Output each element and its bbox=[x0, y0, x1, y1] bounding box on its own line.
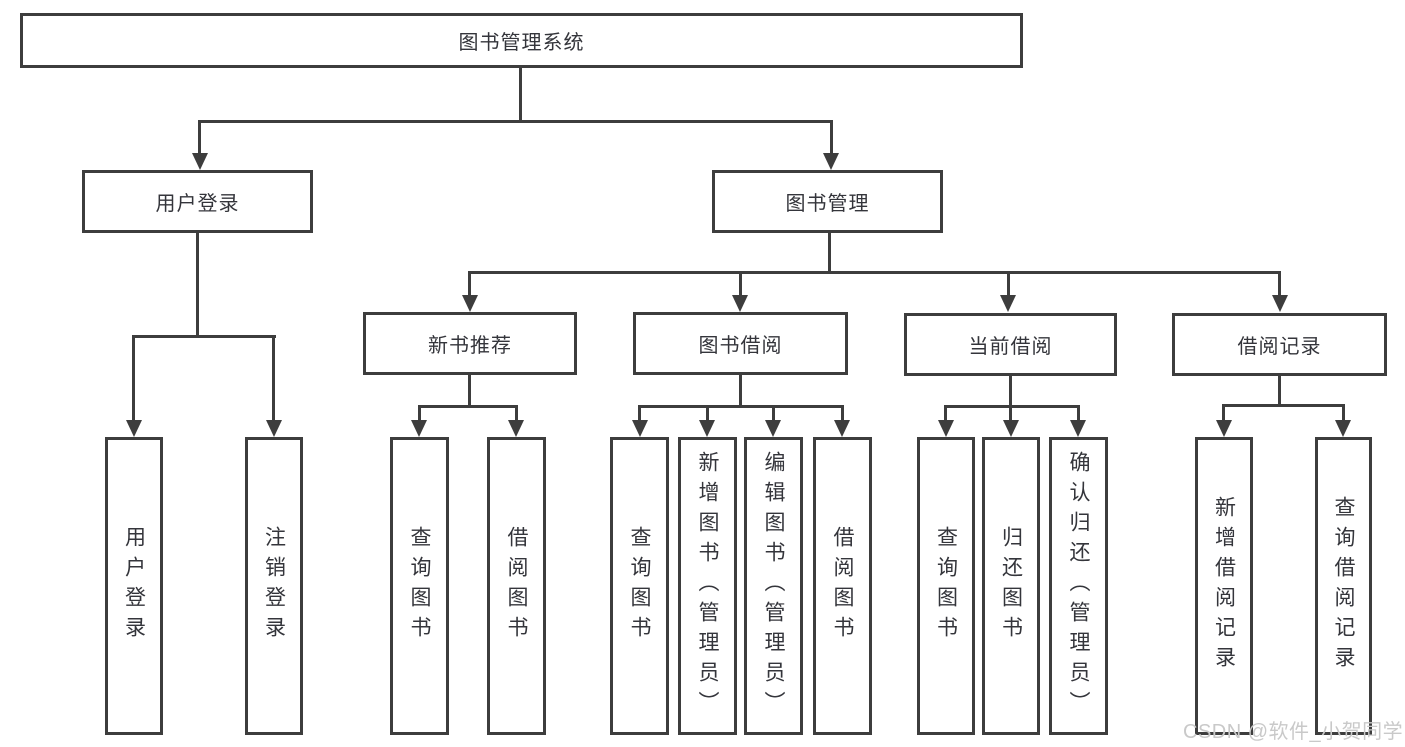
node-user-login: 用户登录 bbox=[82, 170, 313, 233]
connector-line bbox=[418, 405, 421, 422]
connector-line bbox=[772, 405, 775, 422]
connector-line bbox=[638, 405, 844, 408]
connector-line bbox=[830, 120, 833, 156]
connector-line bbox=[198, 120, 201, 156]
connector-line bbox=[1278, 376, 1281, 407]
connector-line bbox=[944, 405, 947, 422]
arrowhead-down-icon bbox=[1003, 420, 1019, 437]
leaf-query-books-current: 查询图书 bbox=[917, 437, 975, 735]
connector-line bbox=[841, 405, 844, 422]
node-label: 借阅记录 bbox=[1237, 336, 1322, 358]
connector-line bbox=[638, 405, 641, 422]
arrowhead-down-icon bbox=[938, 420, 954, 437]
connector-line bbox=[944, 405, 1080, 408]
arrowhead-down-icon bbox=[411, 420, 427, 437]
arrowhead-down-icon bbox=[765, 420, 781, 437]
node-new-book-recommend: 新书推荐 bbox=[363, 312, 577, 375]
leaf-add-borrow-record: 新增借阅记录 bbox=[1195, 437, 1253, 735]
connector-line bbox=[418, 405, 518, 408]
leaf-label: 用户登录 bbox=[122, 526, 146, 646]
leaf-label: 归还图书 bbox=[999, 526, 1023, 646]
arrowhead-down-icon bbox=[508, 420, 524, 437]
connector-line bbox=[1007, 271, 1010, 298]
connector-line bbox=[468, 271, 1281, 274]
node-current-borrowing: 当前借阅 bbox=[904, 313, 1117, 376]
leaf-user-login: 用户登录 bbox=[105, 437, 163, 735]
node-book-management: 图书管理 bbox=[712, 170, 943, 233]
node-label: 图书借阅 bbox=[698, 335, 783, 357]
arrowhead-down-icon bbox=[834, 420, 850, 437]
node-label: 用户登录 bbox=[155, 193, 240, 215]
node-label: 新书推荐 bbox=[428, 335, 512, 357]
leaf-label: 查询图书 bbox=[934, 526, 958, 646]
leaf-label: 借阅图书 bbox=[831, 526, 854, 646]
arrowhead-down-icon bbox=[1216, 420, 1232, 437]
connector-line bbox=[132, 335, 135, 421]
connector-line bbox=[519, 68, 522, 122]
leaf-borrow-books-recommend: 借阅图书 bbox=[487, 437, 546, 735]
connector-line bbox=[1222, 404, 1345, 407]
csdn-watermark: CSDN @软件_小贺同学 bbox=[1183, 721, 1404, 743]
connector-line bbox=[1278, 271, 1281, 298]
connector-line bbox=[1222, 404, 1225, 422]
leaf-label: 注销登录 bbox=[262, 526, 286, 646]
leaf-label: 查询图书 bbox=[408, 526, 431, 646]
connector-line bbox=[196, 233, 199, 338]
leaf-logout: 注销登录 bbox=[245, 437, 303, 735]
leaf-return-books: 归还图书 bbox=[982, 437, 1040, 735]
connector-line bbox=[828, 233, 831, 274]
leaf-query-borrow-record: 查询借阅记录 bbox=[1315, 437, 1372, 735]
arrowhead-down-icon bbox=[1335, 420, 1351, 437]
arrowhead-down-icon bbox=[823, 153, 839, 170]
arrowhead-down-icon bbox=[192, 153, 208, 170]
arrowhead-down-icon bbox=[1070, 420, 1086, 437]
arrowhead-down-icon bbox=[126, 420, 142, 437]
connector-line bbox=[1342, 404, 1345, 422]
node-label: 当前借阅 bbox=[968, 336, 1053, 358]
leaf-confirm-return-admin: 确认归还（管理员） bbox=[1049, 437, 1108, 735]
leaf-label: 借阅图书 bbox=[505, 526, 528, 646]
arrowhead-down-icon bbox=[732, 295, 748, 312]
leaf-label: 新增图书（管理员） bbox=[696, 451, 719, 721]
node-library-system: 图书管理系统 bbox=[20, 13, 1023, 68]
leaf-label: 确认归还（管理员） bbox=[1067, 451, 1090, 721]
connector-line bbox=[739, 375, 742, 408]
arrowhead-down-icon bbox=[1000, 295, 1016, 312]
node-label: 图书管理 bbox=[785, 193, 870, 215]
arrowhead-down-icon bbox=[632, 420, 648, 437]
connector-line bbox=[468, 271, 471, 298]
connector-line bbox=[706, 405, 709, 422]
node-borrow-records: 借阅记录 bbox=[1172, 313, 1387, 376]
arrowhead-down-icon bbox=[699, 420, 715, 437]
connector-line bbox=[1009, 405, 1012, 422]
connector-line bbox=[272, 335, 275, 421]
node-book-borrowing: 图书借阅 bbox=[633, 312, 848, 375]
leaf-query-books-borrowing: 查询图书 bbox=[610, 437, 669, 735]
leaf-label: 编辑图书（管理员） bbox=[762, 451, 785, 721]
arrowhead-down-icon bbox=[1272, 295, 1288, 312]
leaf-label: 新增借阅记录 bbox=[1212, 496, 1236, 676]
connector-line bbox=[468, 375, 471, 408]
connector-line bbox=[198, 120, 833, 123]
connector-line bbox=[1077, 405, 1080, 422]
leaf-edit-books-admin: 编辑图书（管理员） bbox=[744, 437, 803, 735]
leaf-label: 查询图书 bbox=[628, 526, 651, 646]
arrowhead-down-icon bbox=[462, 295, 478, 312]
leaf-add-books-admin: 新增图书（管理员） bbox=[678, 437, 737, 735]
arrowhead-down-icon bbox=[266, 420, 282, 437]
leaf-borrow-books: 借阅图书 bbox=[813, 437, 872, 735]
connector-line bbox=[515, 405, 518, 422]
connector-line bbox=[1009, 376, 1012, 408]
node-label: 图书管理系统 bbox=[458, 32, 585, 54]
connector-line bbox=[132, 335, 276, 338]
connector-line bbox=[739, 271, 742, 298]
leaf-label: 查询借阅记录 bbox=[1332, 496, 1355, 676]
leaf-query-books-recommend: 查询图书 bbox=[390, 437, 449, 735]
